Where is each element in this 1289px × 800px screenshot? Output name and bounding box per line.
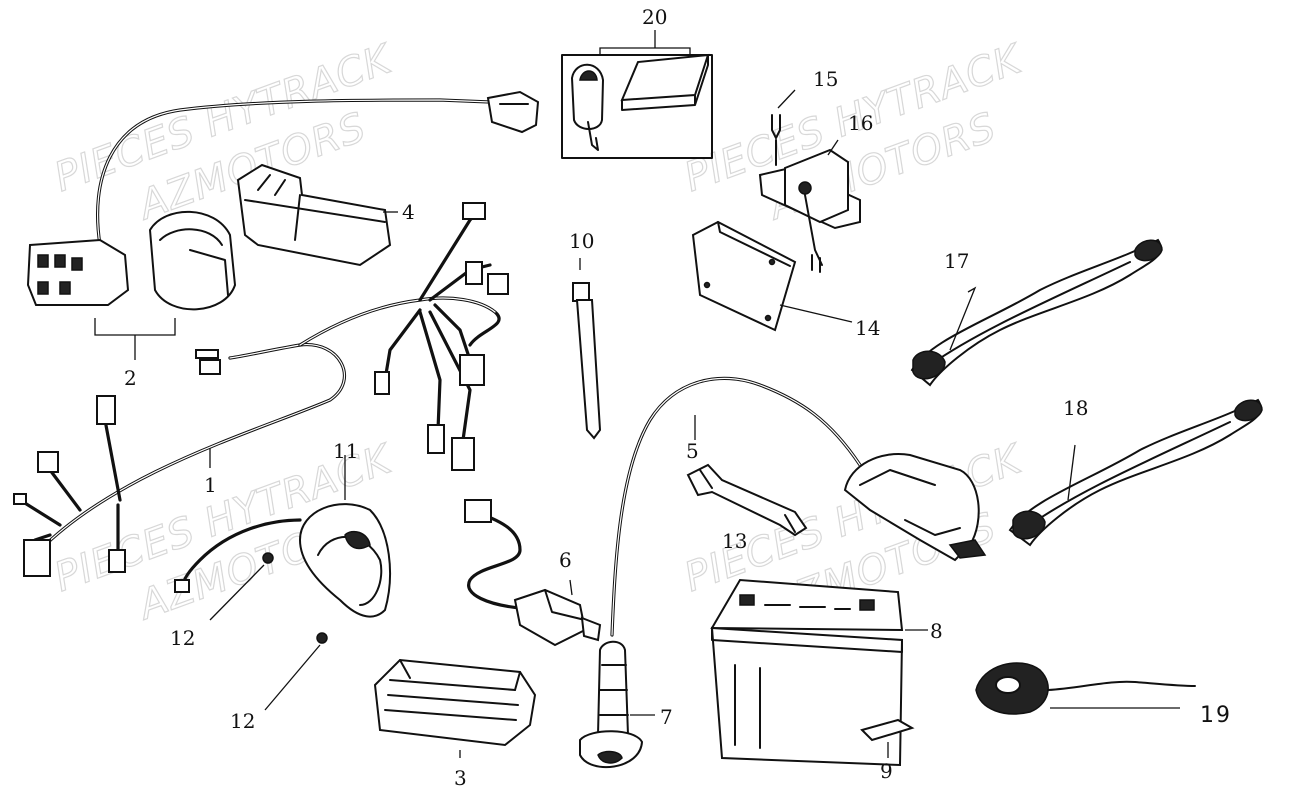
callout-2: 2 <box>124 366 137 390</box>
callout-16: 16 <box>848 111 873 135</box>
part-1-wiring-harness <box>13 202 509 577</box>
part-17-strap <box>910 238 1163 387</box>
callout-10: 10 <box>569 229 594 253</box>
callout-1: 1 <box>204 473 217 497</box>
callout-13: 13 <box>722 529 747 553</box>
part-20-key-set <box>561 30 713 159</box>
part-14-bracket <box>691 220 853 332</box>
part-7-plug-cap <box>579 640 655 768</box>
part-8-battery <box>710 578 928 767</box>
callout-18: 18 <box>1063 396 1088 420</box>
part-2-handlebar-switch <box>26 90 540 360</box>
callout-3: 3 <box>454 766 467 790</box>
part-3-regulator <box>373 658 537 758</box>
part-5-ignition-coil <box>610 376 987 637</box>
callout-12-lower: 12 <box>230 709 255 733</box>
part-16-relay <box>758 89 861 273</box>
callout-19: 19 <box>1200 703 1232 728</box>
callout-6: 6 <box>559 548 572 572</box>
part-11-headlight <box>174 455 391 618</box>
watermark-top-right: PIECES HYTRACK AZMOTORS <box>678 35 1030 230</box>
part-4-cdi-unit <box>236 163 398 267</box>
callout-8: 8 <box>930 619 943 643</box>
part-13-fuse-link <box>686 463 808 537</box>
callout-17: 17 <box>944 249 969 273</box>
part-12-screws <box>209 552 328 711</box>
callout-14: 14 <box>855 316 880 340</box>
part-6-ignition-switch <box>464 499 602 647</box>
part-10-cable-tie <box>572 258 602 440</box>
part-18-strap <box>1008 398 1263 547</box>
callout-9: 9 <box>880 759 893 783</box>
part-19-horn <box>975 662 1196 715</box>
callout-5: 5 <box>686 439 699 463</box>
callout-20: 20 <box>642 5 667 29</box>
part-9-clip <box>860 718 915 758</box>
callout-12-upper: 12 <box>170 626 195 650</box>
callout-4: 4 <box>402 200 415 224</box>
callout-15: 15 <box>813 67 838 91</box>
callout-7: 7 <box>660 705 673 729</box>
callout-11: 11 <box>333 439 358 463</box>
